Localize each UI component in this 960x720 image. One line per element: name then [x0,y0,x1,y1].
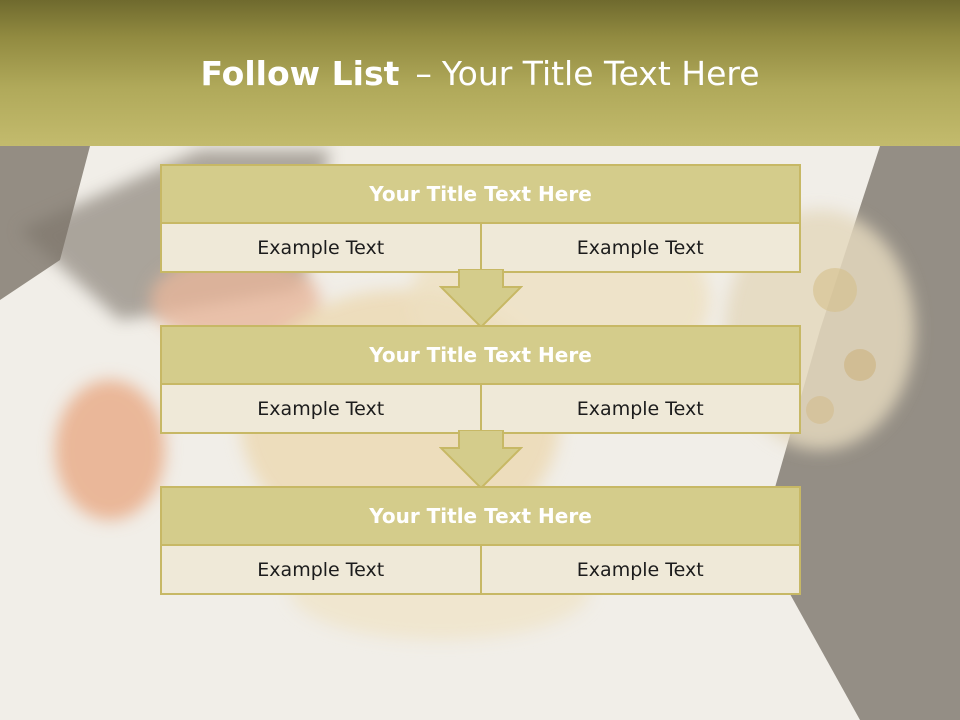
step-cell-left: Example Text [257,558,385,581]
step-title: Your Title Text Here [162,488,799,546]
step-cell-right: Example Text [479,385,800,432]
step-cell-right: Example Text [479,546,800,593]
step-title: Your Title Text Here [162,166,799,224]
step-cell-right: Example Text [479,224,800,271]
step-row: Example Text Example Text [162,224,799,271]
title-rest: Your Title Text Here [441,54,760,93]
step-cell-left: Example Text [257,236,385,259]
step-cell-left: Example Text [257,397,385,420]
step-block-3: Your Title Text Here Example Text Exampl… [160,486,801,595]
step-row: Example Text Example Text [162,546,799,593]
title-separator: – [415,54,432,93]
step-block-2: Your Title Text Here Example Text Exampl… [160,325,801,434]
step-block-1: Your Title Text Here Example Text Exampl… [160,164,801,273]
down-arrow-icon [439,430,523,490]
title-bold: Follow List [200,54,400,93]
header-band [0,0,960,146]
down-arrow-icon [439,269,523,329]
step-title: Your Title Text Here [162,327,799,385]
step-row: Example Text Example Text [162,385,799,432]
slide-title: Follow List–Your Title Text Here [0,54,960,93]
